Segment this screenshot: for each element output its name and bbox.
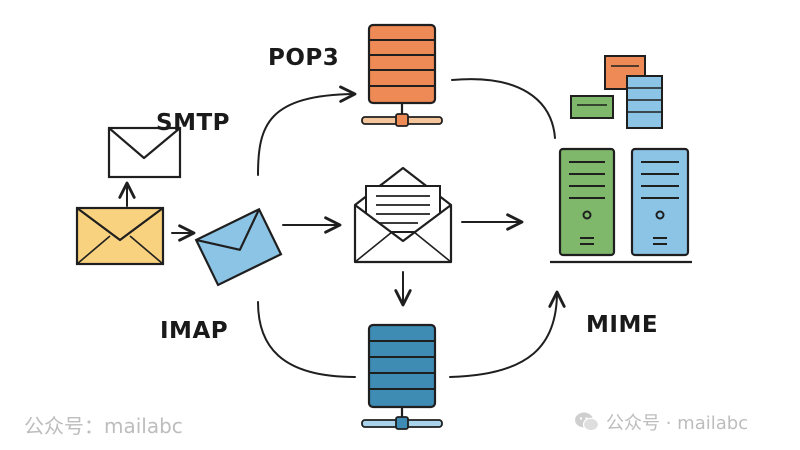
wechat-icon <box>575 412 600 432</box>
curve-imap-down <box>257 301 356 378</box>
yellow-envelope-icon <box>75 206 165 266</box>
blue-tower-icon <box>630 147 690 257</box>
label-pop3: POP3 <box>268 45 340 71</box>
label-imap: IMAP <box>160 318 229 344</box>
watermark-right: 公众号 · mailabc <box>574 409 748 435</box>
label-smtp: SMTP <box>156 110 230 136</box>
documents-cluster-icon <box>570 55 663 129</box>
open-envelope-icon <box>353 166 453 264</box>
curve-pop3-to-towers <box>451 78 556 139</box>
smtp-envelope-icon <box>107 126 182 179</box>
green-tower-icon <box>558 147 616 257</box>
label-mime: MIME <box>586 312 659 338</box>
pop3-server-icon <box>361 23 443 127</box>
imap-server-icon <box>361 323 443 430</box>
blue-envelope-icon <box>194 207 283 287</box>
curve-to-pop3 <box>257 85 357 176</box>
watermark-right-text: 公众号 · mailabc <box>606 413 749 434</box>
curve-to-mime <box>449 290 566 378</box>
watermark-left: 公众号：mailabc <box>24 414 183 438</box>
